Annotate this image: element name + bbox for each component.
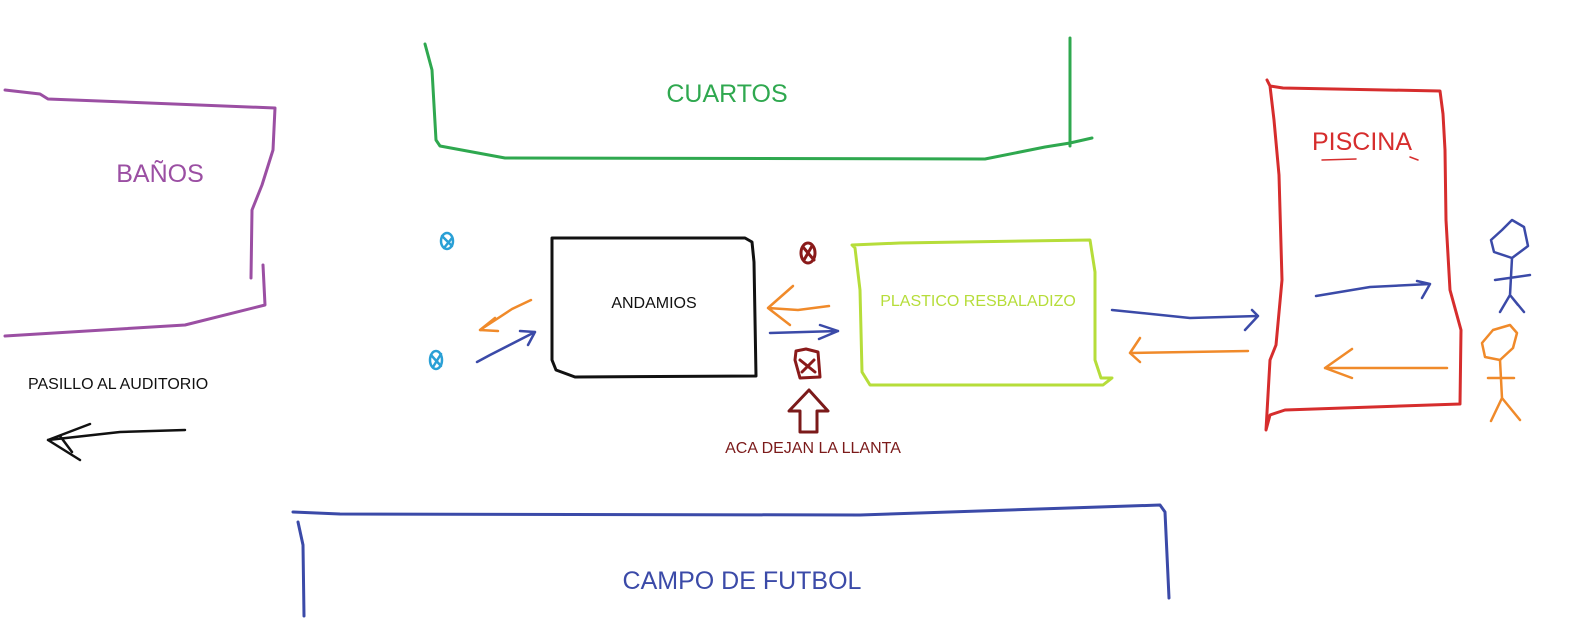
arrow-up-aca (787, 388, 830, 434)
piscina-outline (1264, 78, 1463, 432)
piscina-label: PISCINA (1311, 128, 1413, 156)
plastico-outline (850, 238, 1114, 387)
arrow-blue-mid (768, 323, 840, 341)
arrow-blue-pool (1314, 279, 1432, 300)
campo-label: CAMPO DE FUTBOL (622, 567, 862, 595)
piscina-scribble (1321, 156, 1419, 161)
orange-stick-figure (1480, 323, 1522, 423)
aca-label: ACA DEJAN LA LLANTA (725, 440, 901, 457)
cyan-marker-top (439, 231, 455, 251)
cuartos-outline (423, 36, 1094, 161)
arrow-pasillo (46, 422, 187, 462)
banos-label: BAÑOS (116, 160, 204, 188)
arrow-orange-mid (766, 284, 831, 327)
pasillo-label: PASILLO AL AUDITORIO (28, 376, 209, 393)
arrow-orange-start (478, 298, 533, 333)
banos-outline (3, 88, 277, 338)
arrow-orange-right (1128, 336, 1250, 364)
andamios-outline (550, 236, 758, 379)
red-marker-bottom (793, 347, 822, 380)
red-marker-top (799, 241, 817, 265)
arrow-blue-start (475, 329, 537, 364)
arrow-orange-pool (1323, 347, 1449, 380)
campo-outline (291, 503, 1171, 618)
cyan-marker-bottom (428, 349, 444, 371)
blue-stick-figure (1489, 218, 1532, 314)
andamios-label: ANDAMIOS (611, 295, 697, 312)
arrow-blue-right (1110, 308, 1260, 332)
plastico-label: PLASTICO RESBALADIZO (880, 293, 1076, 310)
cuartos-label: CUARTOS (666, 80, 788, 108)
